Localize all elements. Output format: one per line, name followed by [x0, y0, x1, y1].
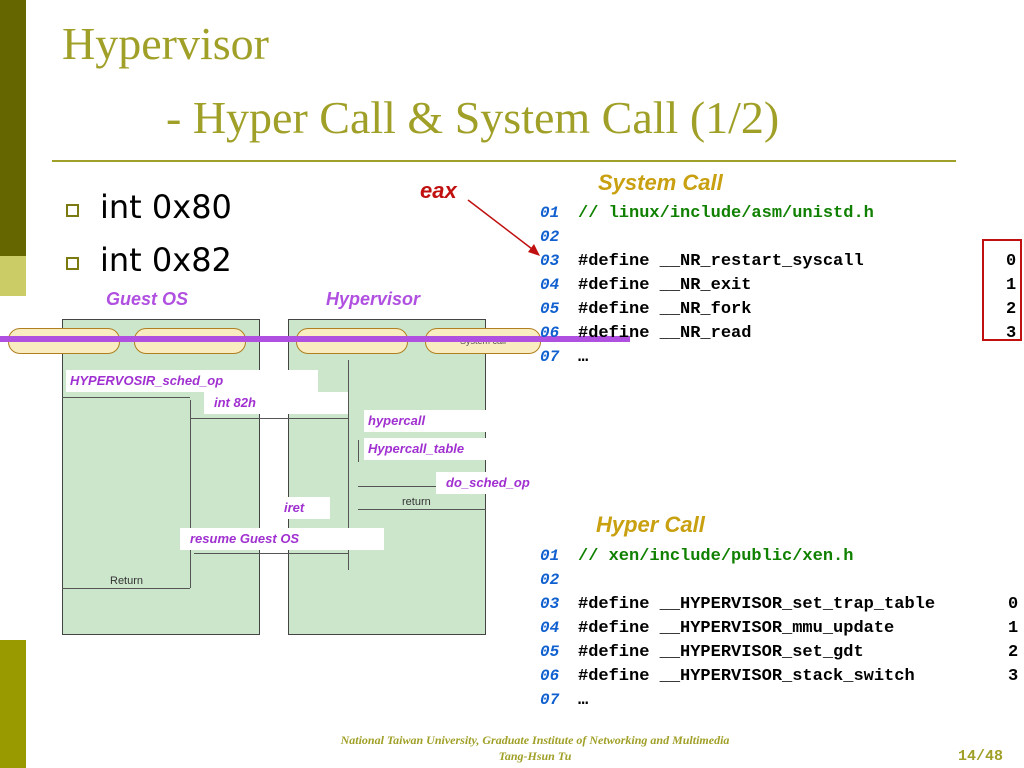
code-text: // xen/include/public/xen.h [578, 547, 854, 566]
line-number: 05 [540, 300, 560, 318]
line-number: 07 [540, 691, 560, 709]
slide-title-line2: - Hyper Call & System Call (1/2) [166, 92, 780, 143]
code-value: 1 [1008, 619, 1019, 638]
code-text: #define __HYPERVISOR_mmu_update [578, 619, 895, 638]
hypervisor-label: Hypervisor [326, 289, 421, 309]
code-text: … [578, 691, 589, 710]
line-number: 05 [540, 643, 560, 661]
code-text: #define __HYPERVISOR_set_gdt [578, 643, 864, 662]
code-text: #define __NR_read [578, 324, 752, 343]
line-number: 06 [540, 324, 560, 342]
code-line: 03 #define __NR_restart_syscall 0 [540, 250, 1020, 274]
bullet-int82: int 0x82 [100, 241, 232, 279]
int82-arrow [190, 418, 348, 419]
do-sched-arrow [358, 486, 486, 487]
guest-os-label: Guest OS [106, 289, 189, 309]
code-value: 1 [1006, 276, 1017, 295]
code-line: 04 #define __HYPERVISOR_mmu_update 1 [540, 617, 1020, 641]
syscall-number-highlight-box [982, 239, 1022, 341]
footer-author: Tang-Hsun Tu [498, 749, 572, 763]
code-value: 3 [1008, 667, 1019, 686]
line-number: 01 [540, 547, 560, 565]
code-line: 02 [540, 226, 1020, 250]
step-hypercall: hypercall [364, 410, 490, 432]
step-sched-op: HYPERVOSIR_sched_op [66, 370, 318, 392]
bullet-square-icon [66, 257, 79, 270]
guest-vertical [190, 400, 191, 588]
code-text: #define __NR_fork [578, 300, 752, 319]
code-text: // linux/include/asm/unistd.h [578, 204, 874, 223]
eax-arrow-icon [467, 199, 540, 256]
hyper-call-heading: Hyper Call [596, 512, 705, 537]
slide-title-line1: Hypervisor [62, 18, 269, 69]
code-text: #define __HYPERVISOR_set_trap_table [578, 595, 936, 614]
code-line: 01 // xen/include/public/xen.h [540, 545, 1020, 569]
code-text: #define __HYPERVISOR_stack_switch [578, 667, 915, 686]
step-int82: int 82h [204, 392, 348, 414]
footer-institution: National Taiwan University, Graduate Ins… [340, 733, 730, 747]
step-return-small: return [402, 496, 431, 508]
line-number: 03 [540, 252, 560, 270]
code-text: #define __NR_exit [578, 276, 752, 295]
line-number: 02 [540, 228, 560, 246]
line-number: 03 [540, 595, 560, 613]
step-return-big: Return [110, 575, 144, 587]
table-arrow [358, 440, 359, 462]
code-value: 3 [1006, 324, 1017, 343]
code-line: 01 // linux/include/asm/unistd.h [540, 202, 1020, 226]
step-hypercall-table: Hypercall_table [364, 438, 490, 460]
return-small-arrow [358, 509, 486, 510]
code-text: … [578, 348, 589, 367]
code-value: 2 [1006, 300, 1017, 319]
title-divider [52, 160, 956, 162]
code-line: 03 #define __HYPERVISOR_set_trap_table 0 [540, 593, 1020, 617]
bullet-int80: int 0x80 [100, 188, 232, 226]
page-number: 14/48 [958, 748, 1004, 765]
code-line: 05 #define __NR_fork 2 [540, 298, 1020, 322]
line-number: 07 [540, 348, 560, 366]
purple-highlight-bar [0, 336, 630, 342]
bullet-square-icon [66, 204, 79, 217]
system-call-heading: System Call [598, 170, 723, 195]
hyper-call-code: 01 // xen/include/public/xen.h 02 03 #de… [540, 545, 1020, 713]
line-number: 06 [540, 667, 560, 685]
system-call-code: 01 // linux/include/asm/unistd.h 02 03 #… [540, 202, 1020, 370]
code-line: 05 #define __HYPERVISOR_set_gdt 2 [540, 641, 1020, 665]
eax-label: eax [420, 178, 457, 203]
line-number: 02 [540, 571, 560, 589]
resume-arrow [194, 553, 348, 554]
line-number: 01 [540, 204, 560, 222]
code-line: 07 … [540, 346, 1020, 370]
code-line: 04 #define __NR_exit 1 [540, 274, 1020, 298]
code-line: 07 … [540, 689, 1020, 713]
code-value: 0 [1008, 595, 1019, 614]
code-line: 02 [540, 569, 1020, 593]
step-do-sched-op: do_sched_op [436, 472, 562, 494]
hypervisor-vertical [348, 360, 349, 570]
return-big-arrow [62, 588, 190, 589]
side-bar-dark-top [0, 0, 26, 256]
sched-arrow [62, 397, 190, 398]
code-value: 0 [1006, 252, 1017, 271]
code-value: 2 [1008, 643, 1019, 662]
code-text: #define __NR_restart_syscall [578, 252, 864, 271]
code-line: 06 #define __NR_read 3 [540, 322, 1020, 346]
step-resume-guest-os: resume Guest OS [180, 528, 384, 550]
line-number: 04 [540, 619, 560, 637]
step-iret: iret [280, 497, 330, 519]
side-bar-light [0, 256, 26, 296]
line-number: 04 [540, 276, 560, 294]
code-line: 06 #define __HYPERVISOR_stack_switch 3 [540, 665, 1020, 689]
side-bar-olive-bottom [0, 640, 26, 768]
